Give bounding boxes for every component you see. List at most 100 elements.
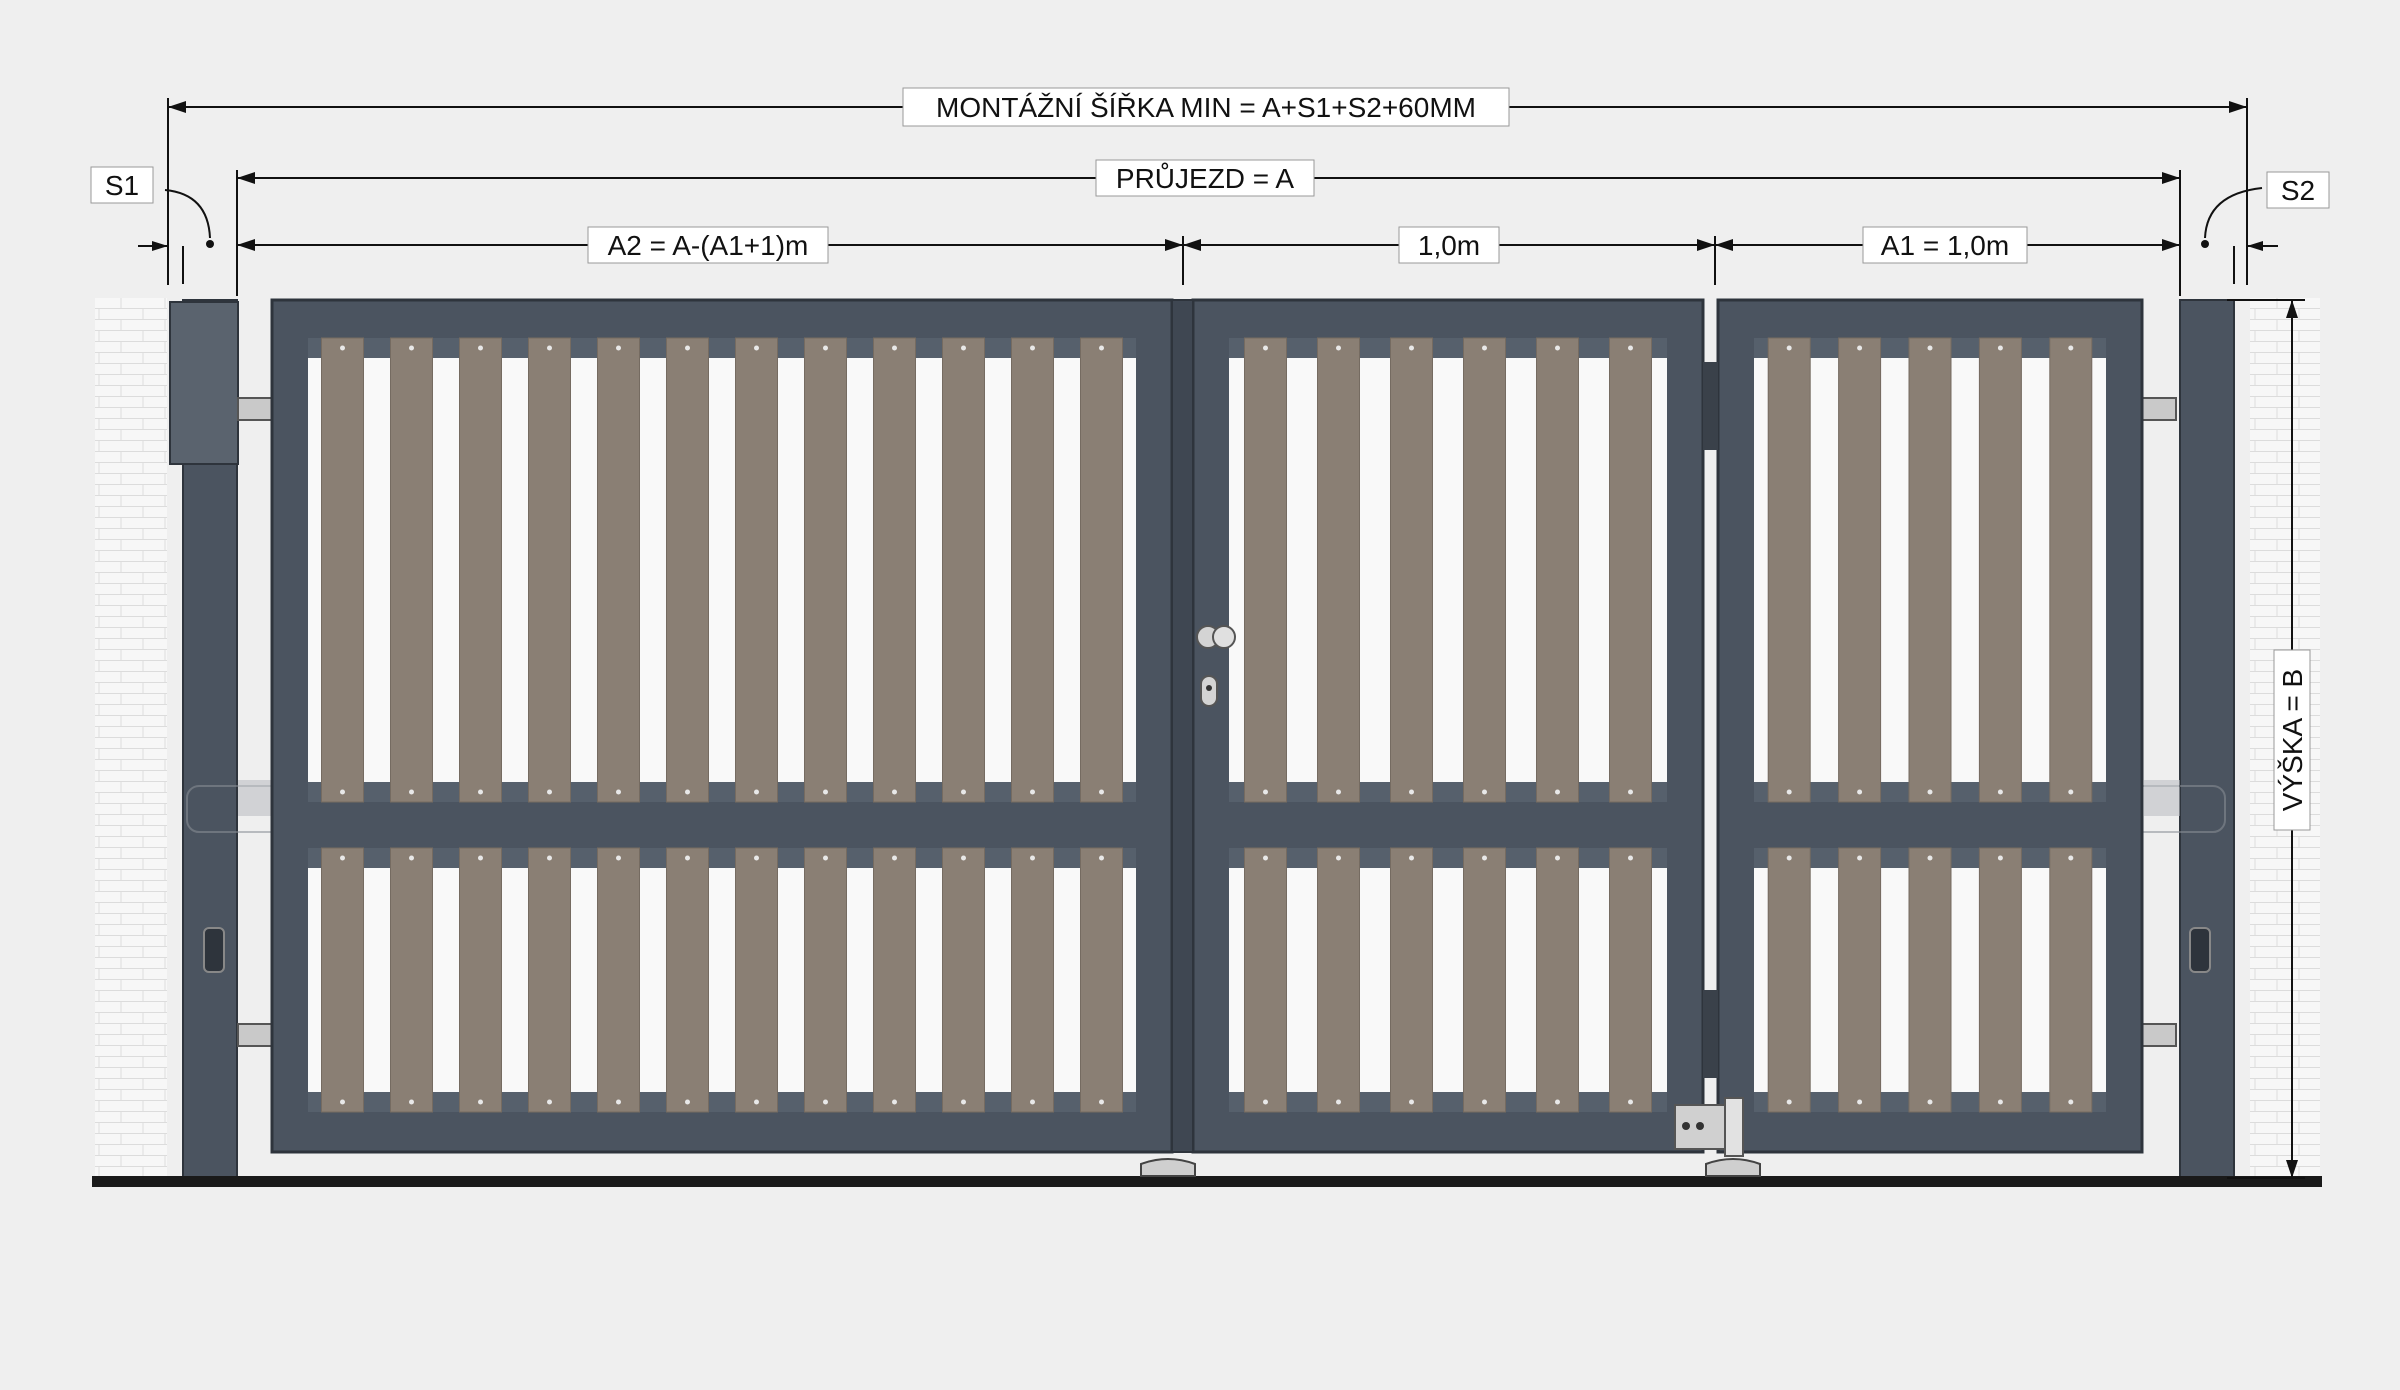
slat-screw (1263, 1099, 1268, 1105)
slat-screw (892, 1099, 897, 1105)
gate-slat (528, 337, 571, 803)
slat-screw (961, 1099, 966, 1105)
slat-screw (1099, 789, 1104, 795)
gate-slat (873, 337, 916, 803)
door-handle-icon (1196, 625, 1236, 649)
height-text: VÝŠKA = B (2277, 669, 2308, 811)
gate-panel-rail (308, 338, 1136, 358)
hinge-icon (1703, 362, 1718, 450)
gate-slat (597, 337, 640, 803)
gate-panel-rail (1229, 338, 1667, 358)
dimension-arrows (152, 101, 2298, 1178)
dimension-label-passage: PRŮJEZD = A (1095, 159, 1315, 197)
slat-screw (1099, 1099, 1104, 1105)
gate-panel-rail (1229, 782, 1667, 802)
slat-screw (1482, 789, 1487, 795)
slat-screw (1857, 789, 1863, 795)
gate-slat (666, 847, 709, 1113)
gate-panel-opening (1229, 338, 1667, 802)
gate-slat (1767, 337, 1811, 803)
s1-text: S1 (105, 170, 139, 201)
slat-screw (2068, 855, 2074, 861)
keyhole-icon (1200, 675, 1218, 707)
gate-slat (321, 337, 364, 803)
slat-screw (547, 855, 552, 861)
slat-screw (1482, 345, 1487, 351)
gate-slat (1080, 847, 1123, 1113)
slat-screw (1628, 855, 1633, 861)
gate-slat (528, 847, 571, 1113)
gate-slat (1080, 337, 1123, 803)
slat-screw (1263, 345, 1268, 351)
slat-screw (616, 789, 621, 795)
slat-screw (2068, 1099, 2074, 1105)
gate-slat (1838, 847, 1882, 1113)
gate-slat (1767, 847, 1811, 1113)
slat-screw (1409, 345, 1414, 351)
gate-slat (1908, 847, 1952, 1113)
gate-slat (735, 337, 778, 803)
leaf-a1-text: A1 = 1,0m (1881, 230, 2009, 261)
leaf-joint (1171, 299, 1194, 1153)
slat-screw (616, 1099, 621, 1105)
gate-panel-rail (1229, 1092, 1667, 1112)
slat-screw (616, 855, 621, 861)
slat-screw (1997, 855, 2003, 861)
slat-screw (1857, 1099, 1863, 1105)
gate-slat (1978, 847, 2022, 1113)
gate-slat (1838, 337, 1882, 803)
gate-slat (1609, 337, 1652, 803)
dimension-label-leaf-a2: A2 = A-(A1+1)m (587, 226, 829, 264)
slat-screw (1997, 1099, 2003, 1105)
slat-screw (1997, 345, 2003, 351)
slat-screw (2068, 345, 2074, 351)
latch-icon (203, 927, 225, 973)
slat-screw (1336, 855, 1341, 861)
gate-slat (1244, 847, 1287, 1113)
slat-screw (892, 789, 897, 795)
slat-screw (754, 789, 759, 795)
slat-screw (1030, 789, 1035, 795)
slat-screw (961, 855, 966, 861)
gate-slat (1463, 847, 1506, 1113)
dimension-label-height: VÝŠKA = B (2273, 649, 2311, 831)
gate-slat (804, 337, 847, 803)
gate-slat (459, 847, 502, 1113)
slat-screw (1628, 789, 1633, 795)
slat-screw (1997, 789, 2003, 795)
slat-screw (754, 855, 759, 861)
slat-screw (823, 1099, 828, 1105)
gate-slat (1011, 847, 1054, 1113)
slat-screw (1555, 855, 1560, 861)
slat-screw (1409, 1099, 1414, 1105)
slat-screw (340, 855, 345, 861)
slat-screw (1786, 855, 1792, 861)
slat-screw (2068, 789, 2074, 795)
slat-screw (478, 345, 483, 351)
gate-slat (1244, 337, 1287, 803)
slat-screw (478, 789, 483, 795)
gate-panel-opening (1229, 848, 1667, 1112)
slat-screw (1786, 1099, 1792, 1105)
slat-screw (1786, 345, 1792, 351)
slat-screw (340, 789, 345, 795)
slat-screw (1030, 345, 1035, 351)
hinge-icon (1703, 990, 1718, 1078)
leaf-middle-text: 1,0m (1418, 230, 1480, 261)
dimension-label-leaf-a1: A1 = 1,0m (1862, 226, 2028, 264)
gate-slat (873, 847, 916, 1113)
gate-slat (1390, 847, 1433, 1113)
leaf-a2-text: A2 = A-(A1+1)m (608, 230, 809, 261)
slat-screw (478, 1099, 483, 1105)
latch-icon (2189, 927, 2211, 973)
slat-screw (409, 789, 414, 795)
ground-line (92, 1176, 2322, 1187)
slat-screw (892, 855, 897, 861)
slat-screw (685, 855, 690, 861)
slat-screw (1857, 855, 1863, 861)
gate-slat (1609, 847, 1652, 1113)
gate-slat (1908, 337, 1952, 803)
gate-slat (1536, 847, 1579, 1113)
slat-screw (1555, 1099, 1560, 1105)
